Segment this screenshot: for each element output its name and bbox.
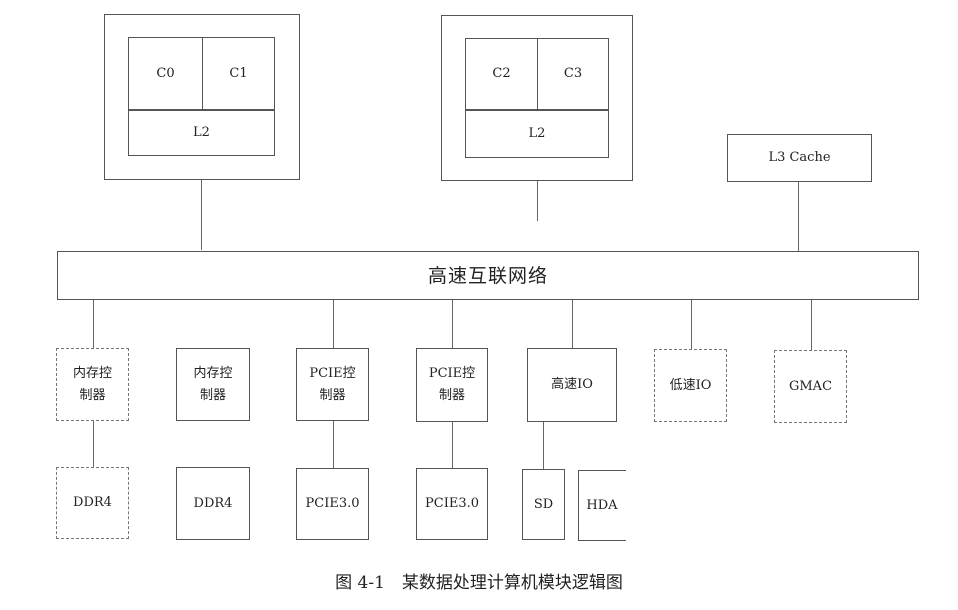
l3-connector	[798, 182, 799, 252]
pcie3-2-label: PCIE3.0	[425, 496, 479, 511]
core-c0-label: C0	[156, 66, 175, 81]
cpu-cluster-a	[104, 14, 300, 180]
l2-cache-a-box	[128, 109, 275, 156]
l2-cache-a-label: L2	[193, 124, 210, 140]
ddr4-1-connector	[93, 421, 94, 467]
cpu-cluster-b	[441, 15, 633, 181]
hda-label: HDA	[586, 497, 618, 513]
l2-cache-b-label: L2	[528, 126, 546, 141]
core-c1-label: C1	[229, 66, 248, 81]
pcie3-1-connector	[333, 421, 334, 468]
hda-box	[578, 470, 626, 541]
gmac-connector	[811, 300, 812, 350]
hs-io-box	[527, 348, 617, 422]
ddr4-1-box	[56, 467, 129, 539]
mem-ctrl-1-connector	[93, 300, 94, 348]
pcie-ctrl-1-connector	[333, 300, 334, 348]
pcie3-1-label: PCIE3.0	[305, 496, 360, 511]
hs-io-connector	[572, 300, 573, 348]
figure-caption: 图 4-1 某数据处理计算机模块逻辑图	[335, 573, 623, 593]
interconnect-bus	[57, 251, 919, 300]
hs-io-label: 高速IO	[551, 377, 593, 392]
sd-connector	[543, 422, 544, 469]
pcie-ctrl-1-label: PCIE控 制器	[309, 365, 356, 403]
ls-io-box	[654, 349, 727, 422]
pcie3-2-connector	[452, 422, 453, 468]
sd-box	[522, 469, 565, 540]
gmac-box	[774, 350, 847, 423]
l3-cache-box	[727, 134, 872, 182]
gmac-label: GMAC	[788, 378, 833, 394]
sd-label: SD	[533, 496, 554, 512]
interconnect-bus-label: 高速互联网络	[427, 264, 548, 287]
mem-ctrl-2-box	[176, 348, 250, 421]
core-c3-label: C3	[563, 66, 583, 81]
ddr4-2-label: DDR4	[193, 495, 233, 511]
core-c2-box	[465, 38, 538, 110]
ls-io-connector	[691, 300, 692, 349]
mem-ctrl-1-label: 内存控 制器	[72, 365, 112, 403]
cluster-b-connector	[537, 181, 538, 221]
ls-io-label: 低速IO	[669, 377, 712, 393]
core-c3-box	[537, 38, 609, 110]
core-c2-label: C2	[492, 66, 511, 81]
l3-cache-label: L3 Cache	[768, 150, 831, 165]
core-c1-box	[202, 37, 275, 111]
l2-cache-b-box	[465, 110, 609, 158]
pcie3-2-box	[416, 468, 488, 540]
ddr4-2-box	[176, 467, 250, 540]
pcie-ctrl-2-connector	[452, 300, 453, 348]
core-c0-box	[128, 37, 203, 111]
pcie-ctrl-1-box	[296, 348, 369, 421]
mem-ctrl-2-label: 内存控 制器	[193, 365, 233, 403]
cluster-a-connector	[201, 180, 202, 250]
pcie-ctrl-2-box	[416, 348, 488, 422]
ddr4-1-label: DDR4	[73, 495, 112, 510]
pcie3-1-box	[296, 468, 369, 540]
mem-ctrl-1-box	[56, 348, 129, 421]
pcie-ctrl-2-label: PCIE控 制器	[428, 366, 476, 403]
